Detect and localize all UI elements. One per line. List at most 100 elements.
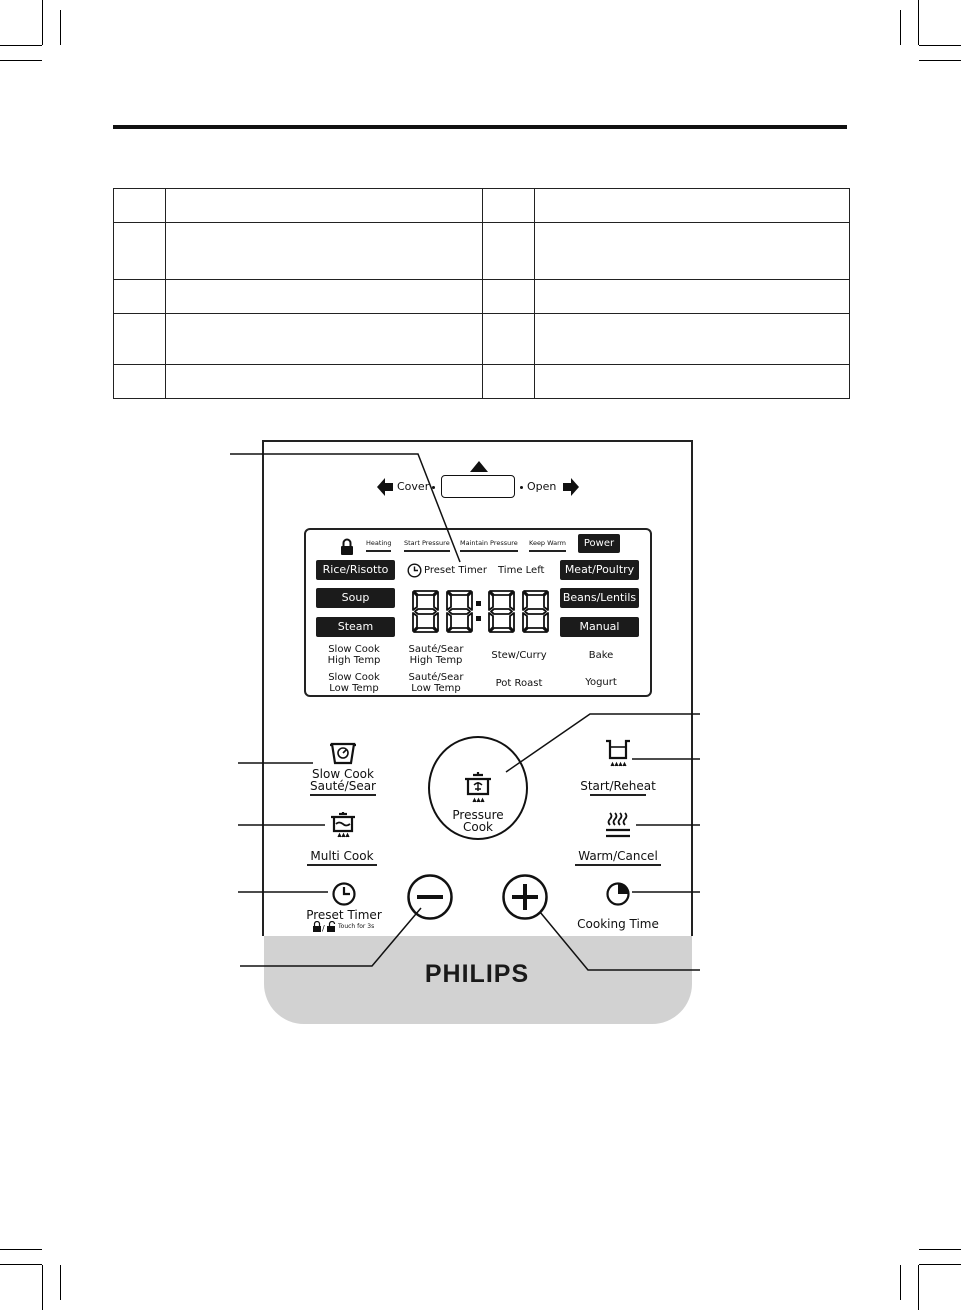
segment-b — [467, 591, 473, 611]
power-indicator: Power — [578, 534, 620, 553]
program-pot-roast: Pot Roast — [495, 678, 543, 689]
cooking-time-icon[interactable] — [605, 881, 631, 907]
crop-mark — [919, 45, 961, 46]
program-steam: Steam — [316, 617, 395, 637]
segment-d — [413, 627, 438, 633]
segment-c — [433, 612, 439, 632]
segment-f — [412, 591, 418, 611]
lcd-display — [304, 528, 652, 697]
segment-e — [522, 612, 528, 632]
program-beans-lentils: Beans/Lentils — [560, 588, 639, 608]
dot — [520, 486, 523, 489]
segment-b — [543, 591, 549, 611]
indicator-keep-warm: Keep Warm — [529, 539, 567, 552]
segment-e — [446, 612, 452, 632]
program-stew-curry: Stew/Curry — [491, 650, 547, 661]
multi-cook-button[interactable]: Multi Cook — [307, 850, 377, 866]
open-label: Open — [527, 480, 557, 493]
cover-label: Cover — [397, 480, 430, 493]
segment-c — [509, 612, 515, 632]
start-reheat-button[interactable]: Start/Reheat — [578, 780, 658, 796]
segment-f — [488, 591, 494, 611]
minus-button[interactable] — [406, 873, 454, 921]
preset-timer-button[interactable]: Preset Timer — [306, 908, 382, 922]
segment-g — [448, 608, 471, 615]
digit — [446, 590, 473, 633]
warm-cancel-icon[interactable] — [603, 810, 633, 840]
crop-mark — [919, 60, 961, 61]
crop-mark — [918, 1265, 919, 1310]
program-yogurt: Yogurt — [585, 677, 617, 688]
program-meat-poultry: Meat/Poultry — [560, 560, 639, 580]
segment-b — [433, 591, 439, 611]
segment-f — [446, 591, 452, 611]
segment-e — [412, 612, 418, 632]
segment-e — [488, 612, 494, 632]
brand-logo: PHILIPS — [424, 960, 530, 988]
segment-g — [414, 608, 437, 615]
segment-d — [447, 627, 472, 633]
segment-a — [413, 590, 438, 596]
program-manual: Manual — [560, 617, 639, 637]
left-arrow-icon — [377, 478, 393, 496]
clock-icon — [407, 563, 422, 578]
digit — [412, 590, 439, 633]
segment-a — [489, 590, 514, 596]
lid-indicator-box — [441, 475, 515, 498]
cooking-time-button[interactable]: Cooking Time — [577, 917, 659, 931]
svg-text:/: / — [322, 924, 325, 932]
preset-timer-indicator: Preset Timer — [424, 565, 487, 576]
brand-band — [264, 934, 692, 1024]
segment-c — [543, 612, 549, 632]
segment-g — [490, 608, 513, 615]
crop-mark — [0, 1249, 42, 1250]
segment-g — [524, 608, 547, 615]
crop-mark — [0, 60, 42, 61]
up-arrow-icon — [470, 461, 488, 472]
program-rice-risotto: Rice/Risotto — [316, 560, 395, 580]
crop-mark — [0, 1264, 42, 1265]
indicator-heating: Heating — [366, 539, 392, 552]
touch-hint: Touch for 3s — [338, 923, 375, 930]
program-soup: Soup — [316, 588, 395, 608]
digit-colon — [476, 601, 481, 621]
segment-f — [522, 591, 528, 611]
crop-mark — [919, 1249, 961, 1250]
multi-cook-icon[interactable] — [329, 810, 357, 840]
slow-cook-icon[interactable] — [329, 740, 357, 766]
plus-button[interactable] — [501, 873, 549, 921]
time-left-indicator: Time Left — [498, 565, 545, 576]
crop-mark — [900, 10, 901, 45]
segment-c — [467, 612, 473, 632]
program-bake: Bake — [588, 650, 614, 661]
segment-a — [523, 590, 548, 596]
crop-mark — [919, 1264, 961, 1265]
crop-mark — [900, 1265, 901, 1300]
crop-mark — [60, 10, 61, 45]
preset-timer-icon[interactable] — [331, 881, 357, 907]
indicator-maintain-pressure: Maintain Pressure — [460, 539, 518, 552]
warm-cancel-button[interactable]: Warm/Cancel — [575, 850, 661, 866]
crop-mark — [60, 1265, 61, 1300]
lock-unlock-icon: / — [313, 921, 336, 932]
dot — [432, 486, 435, 489]
segment-d — [489, 627, 514, 633]
pressure-cook-icon — [465, 772, 491, 803]
header-rule — [113, 125, 847, 129]
segment-a — [447, 590, 472, 596]
digit — [488, 590, 515, 633]
lock-icon — [341, 538, 353, 555]
pressure-cook-button[interactable] — [428, 736, 528, 840]
right-arrow-icon — [563, 478, 579, 496]
start-reheat-icon[interactable] — [604, 738, 632, 768]
crop-mark — [42, 1265, 43, 1310]
crop-mark — [0, 45, 42, 46]
segment-d — [523, 627, 548, 633]
